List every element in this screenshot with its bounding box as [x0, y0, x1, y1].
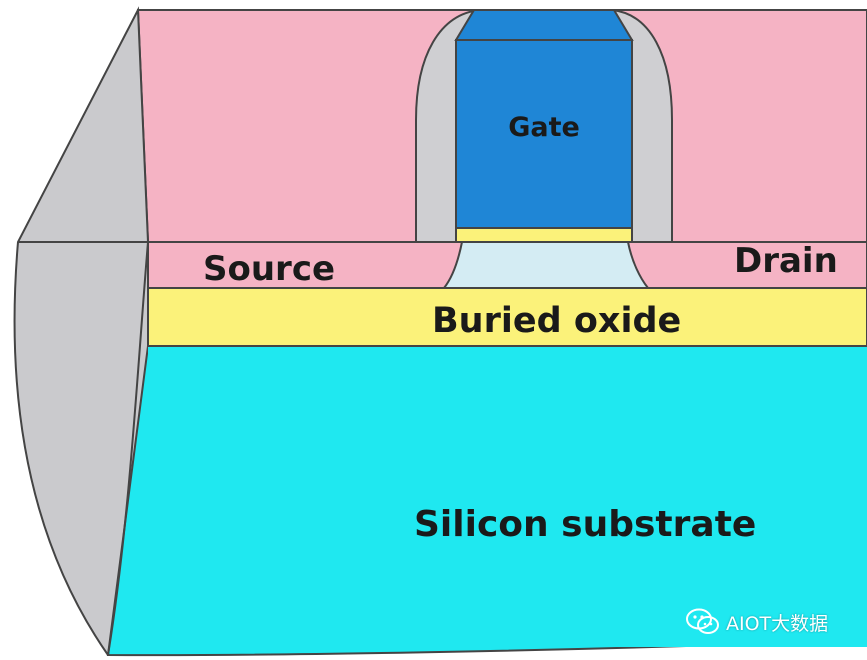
channel-region [441, 241, 651, 289]
source-label: Source [203, 249, 336, 289]
gate-label: Gate [508, 112, 580, 143]
watermark: AIOT大数据 [686, 608, 828, 636]
substrate-fill [148, 347, 867, 647]
silicon-substrate-label: Silicon substrate [414, 504, 757, 545]
drain-label: Drain [734, 241, 838, 281]
wechat-icon [686, 608, 719, 634]
buried-oxide-layer [147, 287, 867, 347]
buried-oxide-label: Buried oxide [432, 301, 682, 341]
left-face-curve [107, 241, 149, 656]
gate-oxide [455, 227, 633, 243]
left-end-face [13, 6, 149, 656]
gate-top-face [454, 9, 634, 41]
watermark-text: AIOT大数据 [726, 612, 829, 635]
